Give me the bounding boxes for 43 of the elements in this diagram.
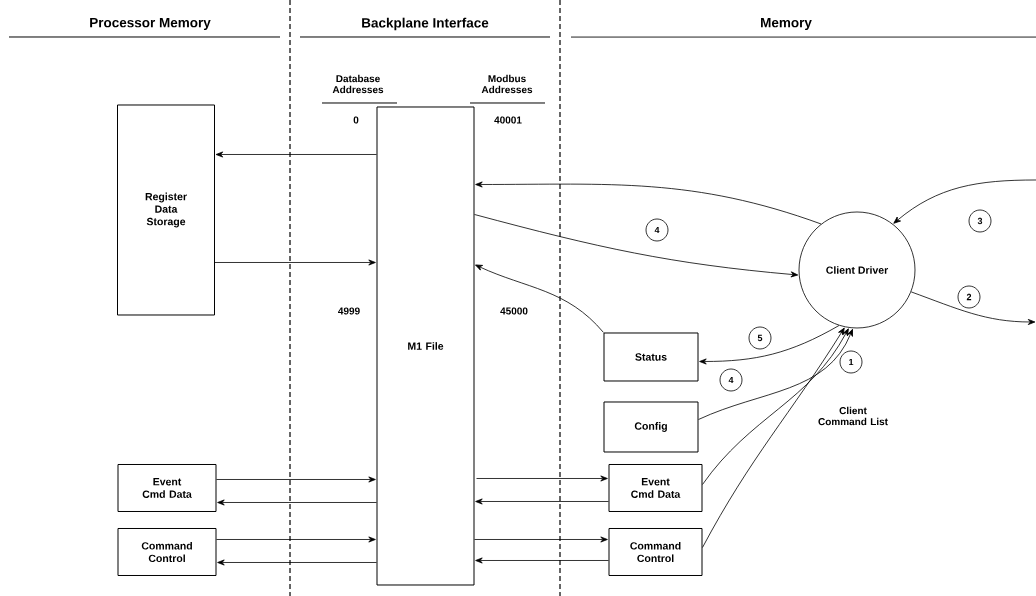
text-label: Client Command List (818, 406, 888, 426)
arrow (699, 325, 840, 365)
column-heading: Database Addresses (332, 74, 384, 94)
arrow (475, 181, 822, 225)
arrow (475, 557, 609, 564)
process-box: Event Cmd Data (608, 464, 703, 512)
process-box: Command Control (117, 528, 217, 576)
callout-number: 2 (957, 285, 981, 309)
arrow (215, 151, 377, 158)
address-label: 40001 (494, 116, 522, 124)
address-label: 45000 (500, 307, 528, 315)
callout-number: 5 (748, 326, 772, 350)
address-label: 0 (353, 116, 359, 124)
process-box: Config (603, 401, 699, 453)
arrow (474, 536, 608, 543)
section-heading: Memory (761, 17, 812, 31)
arrow (217, 559, 377, 566)
arrow (702, 328, 849, 485)
arrow (475, 264, 604, 333)
section-heading: Backplane Interface (362, 17, 489, 31)
arrow (702, 327, 845, 548)
process-box: M1 File (376, 106, 475, 586)
callout-number: 1 (839, 350, 863, 374)
arrow (476, 475, 608, 482)
arrow (475, 498, 609, 505)
callout-number: 3 (968, 209, 992, 233)
arrow (216, 476, 376, 483)
process-box: Status (603, 332, 699, 382)
arrow (216, 536, 376, 543)
process-box: Event Cmd Data (117, 464, 217, 512)
section-heading: Processor Memory (90, 17, 211, 31)
callout-number: 4 (645, 218, 669, 242)
arrow (893, 179, 1036, 224)
arrow (217, 499, 377, 506)
process-box: Command Control (608, 528, 703, 576)
column-heading: Modbus Addresses (481, 74, 533, 94)
arrow (214, 259, 376, 266)
arrow (698, 328, 853, 420)
callout-number: 4 (719, 368, 743, 392)
process-box: Register Data Storage (117, 104, 215, 316)
arrow (910, 291, 1036, 325)
arrow (474, 214, 799, 278)
address-label: 4999 (338, 307, 360, 315)
